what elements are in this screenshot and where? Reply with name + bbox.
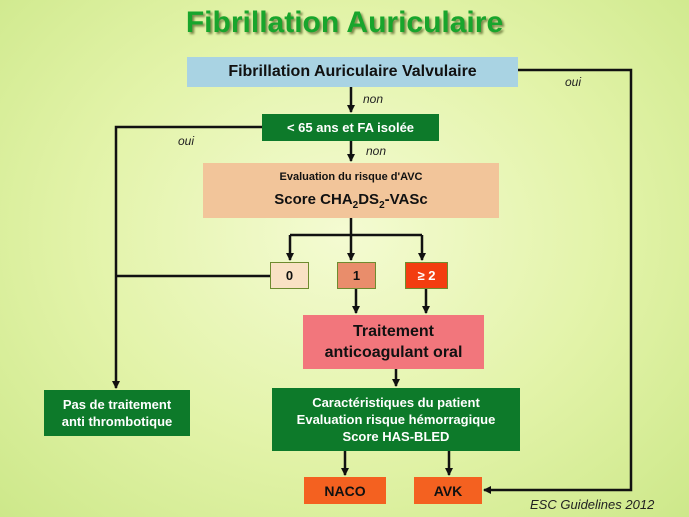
pas-line-1: Pas de traitement	[62, 397, 172, 412]
car-line-3: Score HAS-BLED	[342, 429, 450, 444]
node-caracteristiques-patient: Caractéristiques du patient Evaluation r…	[272, 388, 520, 451]
page-title: Fibrillation Auriculaire	[185, 6, 504, 39]
car-line-2: Evaluation risque hémorragique	[296, 412, 496, 427]
eval-title: Evaluation du risque d'AVC	[279, 170, 423, 183]
node-evaluation-avc: Evaluation du risque d'AVC Score CHA2DS2…	[203, 163, 499, 218]
node-naco: NACO	[304, 477, 386, 504]
node-fa-valvulaire: Fibrillation Auriculaire Valvulaire	[187, 57, 518, 87]
node-avk: AVK	[414, 477, 482, 504]
node-age-fa-isolee: < 65 ans et FA isolée	[262, 114, 439, 141]
label-non-2: non	[366, 144, 387, 158]
label-oui-right: oui	[565, 75, 582, 89]
label-non-1: non	[363, 92, 384, 106]
node-traitement-anticoagulant: Traitement anticoagulant oral	[303, 315, 484, 369]
pas-line-2: anti thrombotique	[61, 414, 173, 429]
node-score-1: 1	[337, 262, 376, 289]
line-oui-right	[483, 68, 633, 494]
line-oui-left	[112, 125, 262, 389]
node-score-2-plus: ≥ 2	[405, 262, 448, 289]
car-line-1: Caractéristiques du patient	[312, 395, 480, 410]
traitement-line-2: anticoagulant oral	[324, 344, 463, 361]
label-oui-left: oui	[178, 134, 195, 148]
footer-source: ESC Guidelines 2012	[530, 497, 655, 512]
traitement-line-1: Traitement	[353, 323, 434, 340]
node-pas-de-traitement: Pas de traitement anti thrombotique	[44, 390, 190, 436]
score-cha2ds2-vasc: Score CHA2DS2-VASc	[274, 190, 428, 211]
node-score-0: 0	[270, 262, 309, 289]
